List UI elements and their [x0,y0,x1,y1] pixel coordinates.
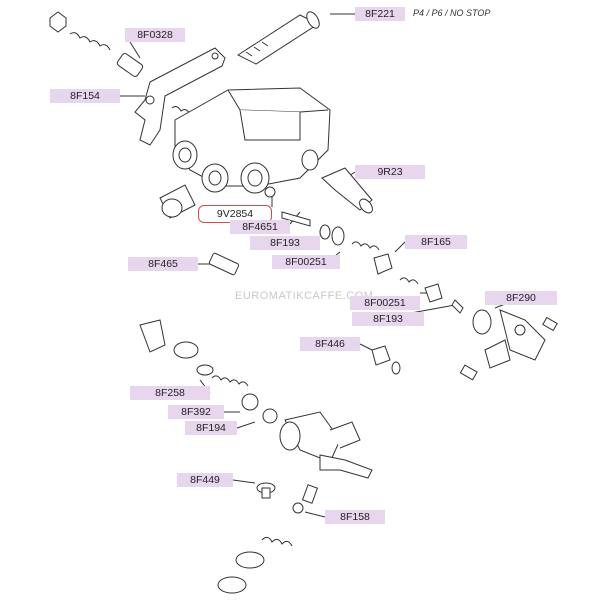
label-8F465: 8F465 [128,257,198,271]
note-p4-p6: P4 / P6 / NO STOP [413,8,491,18]
part-8F0328-spring [49,11,144,77]
part-valve-stem [264,186,464,314]
watermark: EUROMATIKCAFFE.COM [235,290,374,302]
part-8F449-screw [256,482,276,499]
label-8F290: 8F290 [485,291,557,305]
label-9R23: 9R23 [355,165,425,179]
part-8F154-lever [134,47,226,146]
part-8F465 [208,252,240,276]
label-8F193-b: 8F193 [352,312,424,326]
label-8F4651: 8F4651 [230,220,290,234]
label-8F0328: 8F0328 [125,28,185,42]
part-main-body [172,87,331,194]
part-threaded-fitting-left [159,184,196,219]
label-8F193-a: 8F193 [250,236,320,250]
part-lower-valve-body [279,411,373,479]
label-8F165: 8F165 [405,235,467,249]
label-8F449: 8F449 [177,473,233,487]
part-lower-fittings [139,319,278,424]
label-8F258: 8F258 [130,386,210,400]
label-8F446: 8F446 [300,337,360,351]
label-8F221: 8F221 [355,7,405,21]
part-8F290-flange [459,309,558,381]
part-8F446 [371,345,401,375]
part-8F158-chain [217,484,319,594]
label-8F194: 8F194 [185,421,237,435]
label-8F158: 8F158 [325,510,385,524]
label-8F392: 8F392 [168,405,224,419]
part-8F221-pin [236,11,320,65]
label-8F154: 8F154 [50,89,120,103]
part-9R23-fitting [321,167,373,214]
label-8F00251-a: 8F00251 [272,255,340,269]
label-8F00251-b: 8F00251 [350,296,420,310]
